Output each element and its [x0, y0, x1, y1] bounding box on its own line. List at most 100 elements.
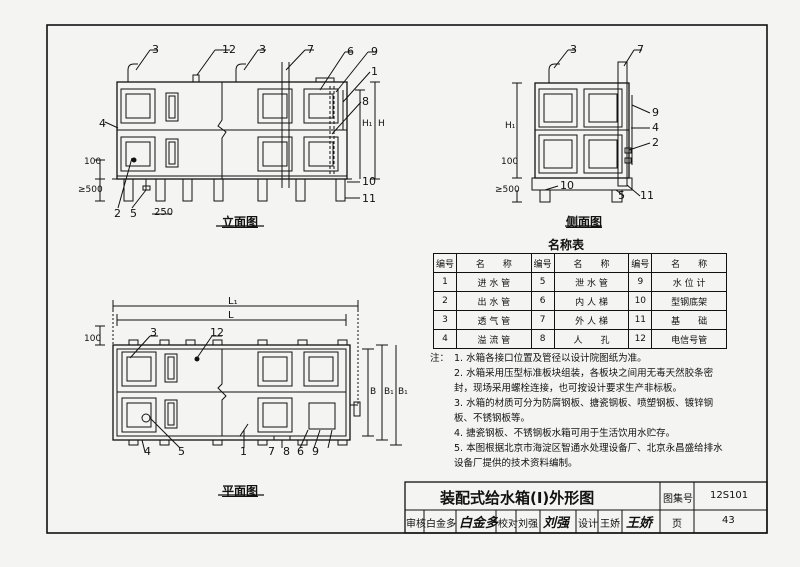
- dim-100: 100: [84, 334, 102, 344]
- callout-label: 1: [240, 445, 247, 458]
- notes-head: 注：: [430, 353, 450, 364]
- note-text: 搪瓷钢板、不锈钢板水箱可用于生活饮用水贮存。: [466, 428, 676, 439]
- callout-label: 9: [312, 445, 319, 458]
- table-cell: 4: [433, 329, 457, 349]
- review-name: 白金多: [426, 519, 456, 530]
- table-cell: 电信号管: [651, 329, 727, 349]
- plan-drain-marker: [141, 413, 151, 423]
- callout-label: 11: [362, 192, 376, 205]
- note-number: 5.: [454, 443, 464, 454]
- dim-500: ≥500: [78, 185, 103, 195]
- plan-signal-pipe-marker: [194, 356, 200, 362]
- note-item: 注： 1. 水箱各接口位置及管径以设计院图纸为准。: [430, 351, 730, 366]
- table-cell: 内 人 梯: [553, 291, 630, 311]
- callout-label: 7: [637, 43, 644, 56]
- table-cell: 出 水 管: [456, 291, 532, 311]
- note-number: 4.: [454, 428, 464, 439]
- check-label: 校对: [498, 519, 518, 530]
- callout-label: 2: [652, 136, 659, 149]
- table-cell: 6: [530, 291, 555, 311]
- drawing-title: 装配式给水箱(Ⅰ)外形图: [440, 489, 595, 507]
- side-view-title: 侧面图: [566, 215, 603, 229]
- table-header-row: 编号 名 称 编号 名 称 编号 名 称: [433, 253, 727, 273]
- review-label: 审核: [406, 519, 426, 530]
- table-cell: 9: [628, 272, 653, 292]
- callout-label: 5: [618, 189, 625, 202]
- dim-250: 250: [154, 207, 174, 218]
- table-cell: 8: [530, 329, 555, 349]
- table-cell: 水 位 计: [651, 272, 727, 292]
- review-signature: 白金多: [459, 516, 499, 531]
- note-item: 5. 本图根据北京市海淀区智通水处理设备厂、北京永昌盛给排水设备厂提供的技术资料…: [430, 441, 730, 471]
- elevation-view-title: 立面图: [222, 215, 259, 229]
- dim-l1: L₁: [228, 296, 238, 307]
- table-header-cell: 编号: [530, 253, 555, 273]
- table-cell: 7: [530, 310, 555, 330]
- table-cell: 12: [628, 329, 653, 349]
- notes-block: 注： 1. 水箱各接口位置及管径以设计院图纸为准。 2. 水箱采用压型标准板块组…: [430, 351, 730, 471]
- callout-label: 5: [178, 445, 185, 458]
- callout-label: 4: [99, 117, 106, 130]
- callout-label: 4: [652, 121, 659, 134]
- dim-h: H: [378, 119, 385, 129]
- title-block-lines: [404, 481, 768, 534]
- table-header-cell: 编号: [628, 253, 653, 273]
- elevation-view: [95, 49, 380, 227]
- callout-label: 6: [347, 45, 354, 58]
- dim-h1: H₁: [505, 121, 516, 131]
- page-number: 43: [722, 515, 735, 526]
- note-text: 水箱采用压型标准板块组装，各板块之间用无毒天然胶条密封，现场采用螺栓连接，也可按…: [454, 368, 714, 394]
- table-cell: 进 水 管: [456, 272, 532, 292]
- callout-label: 4: [144, 445, 151, 458]
- callout-label: 3: [150, 326, 157, 339]
- table-header-cell: 名 称: [456, 253, 532, 273]
- dim-l: L: [228, 310, 234, 321]
- design-label: 设计: [578, 519, 598, 530]
- callout-label: 10: [362, 175, 376, 188]
- callout-label: 11: [640, 189, 654, 202]
- table-cell: 5: [530, 272, 555, 292]
- callout-label: 7: [307, 43, 314, 56]
- side-view: [512, 49, 651, 227]
- dim-100: 100: [84, 157, 102, 167]
- plan-view-title: 平面图: [222, 484, 259, 498]
- table-cell: 11: [628, 310, 653, 330]
- table-cell: 基 础: [651, 310, 727, 330]
- note-text: 水箱各接口位置及管径以设计院图纸为准。: [466, 353, 647, 364]
- table-cell: 透 气 管: [456, 310, 532, 330]
- page-label: 页: [672, 519, 682, 530]
- table-header-cell: 编号: [433, 253, 457, 273]
- callout-label: 10: [560, 179, 574, 192]
- callout-label: 3: [570, 43, 577, 56]
- callout-label: 9: [652, 106, 659, 119]
- callout-label: 1: [371, 65, 378, 78]
- table-cell: 溢 流 管: [456, 329, 532, 349]
- dim-b1: B₁: [384, 387, 394, 397]
- callout-label: 12: [222, 43, 236, 56]
- note-item: 3. 水箱的材质可分为防腐钢板、搪瓷钢板、喷塑钢板、镀锌钢板、不锈钢板等。: [430, 396, 730, 426]
- dim-100: 100: [501, 157, 519, 167]
- note-number: 1.: [454, 353, 464, 364]
- check-signature: 刘强: [543, 516, 570, 531]
- callout-label: 8: [283, 445, 290, 458]
- callout-label: 7: [268, 445, 275, 458]
- table-cell: 10: [628, 291, 653, 311]
- design-signature: 王娇: [626, 516, 653, 531]
- dim-b: B: [370, 387, 377, 397]
- parts-table-title: 名称表: [548, 238, 585, 252]
- elevation-outlet-marker: [131, 157, 137, 163]
- callout-label: 12: [210, 326, 224, 339]
- plan-view: [95, 300, 402, 496]
- dim-b1: B₁: [398, 387, 408, 397]
- plan-tank-outer: [112, 344, 351, 441]
- note-number: 2.: [454, 368, 464, 379]
- table-cell: 泄 水 管: [553, 272, 630, 292]
- atlas-number: 12S101: [710, 490, 749, 501]
- table-cell: 外 人 梯: [553, 310, 630, 330]
- note-item: 4. 搪瓷钢板、不锈钢板水箱可用于生活饮用水贮存。: [430, 426, 730, 441]
- note-text: 本图根据北京市海淀区智通水处理设备厂、北京永昌盛给排水设备厂提供的技术资料编制。: [454, 443, 723, 469]
